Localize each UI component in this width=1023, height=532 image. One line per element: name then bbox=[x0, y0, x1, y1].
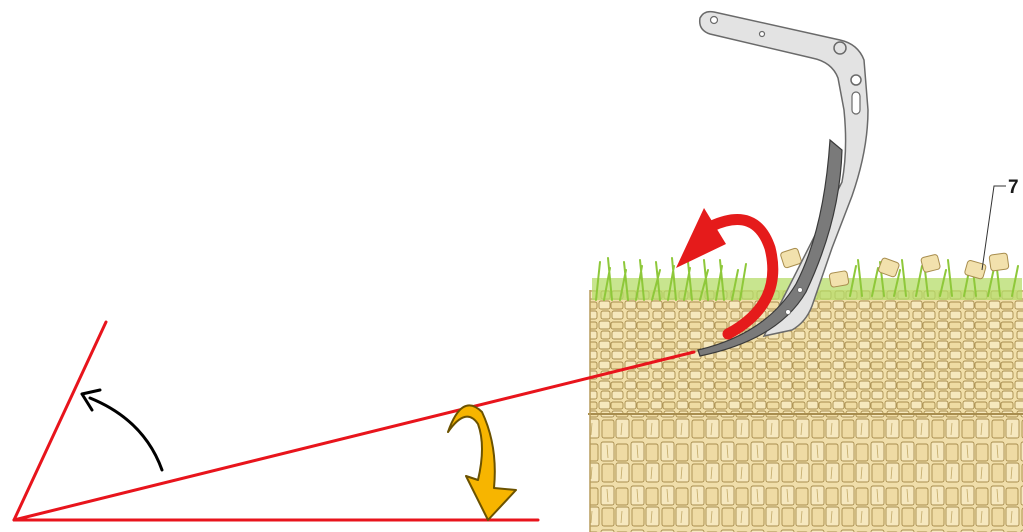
mount-hole-2 bbox=[758, 30, 766, 38]
rotation-arrowhead-icon bbox=[676, 208, 726, 268]
angle-arrowhead-icon bbox=[80, 388, 102, 412]
pivot-hole bbox=[850, 74, 862, 86]
tine-body bbox=[698, 10, 869, 338]
lower-hole-2 bbox=[785, 309, 791, 315]
rotation-arrow bbox=[676, 208, 779, 340]
soil-deep-layer bbox=[590, 414, 1023, 532]
mount-hole-1 bbox=[709, 15, 719, 25]
tine-angle-line bbox=[12, 350, 696, 522]
angle-arc bbox=[88, 396, 164, 472]
rotation-arc bbox=[706, 214, 779, 340]
adjust-slot bbox=[851, 91, 861, 115]
tine-blade bbox=[697, 138, 843, 357]
pivot-bolt bbox=[833, 41, 847, 55]
lower-hole-1 bbox=[797, 287, 803, 293]
cultivator-tine bbox=[697, 10, 869, 357]
tilt-arrow-icon bbox=[447, 404, 517, 521]
callout-leader bbox=[981, 185, 1006, 271]
steep-angle-line bbox=[12, 320, 108, 522]
angle-arc-arrow bbox=[80, 388, 164, 472]
angle-lines bbox=[12, 320, 696, 522]
soil-cross-section bbox=[588, 290, 1023, 532]
callout-label-7: 7 bbox=[1008, 177, 1019, 198]
